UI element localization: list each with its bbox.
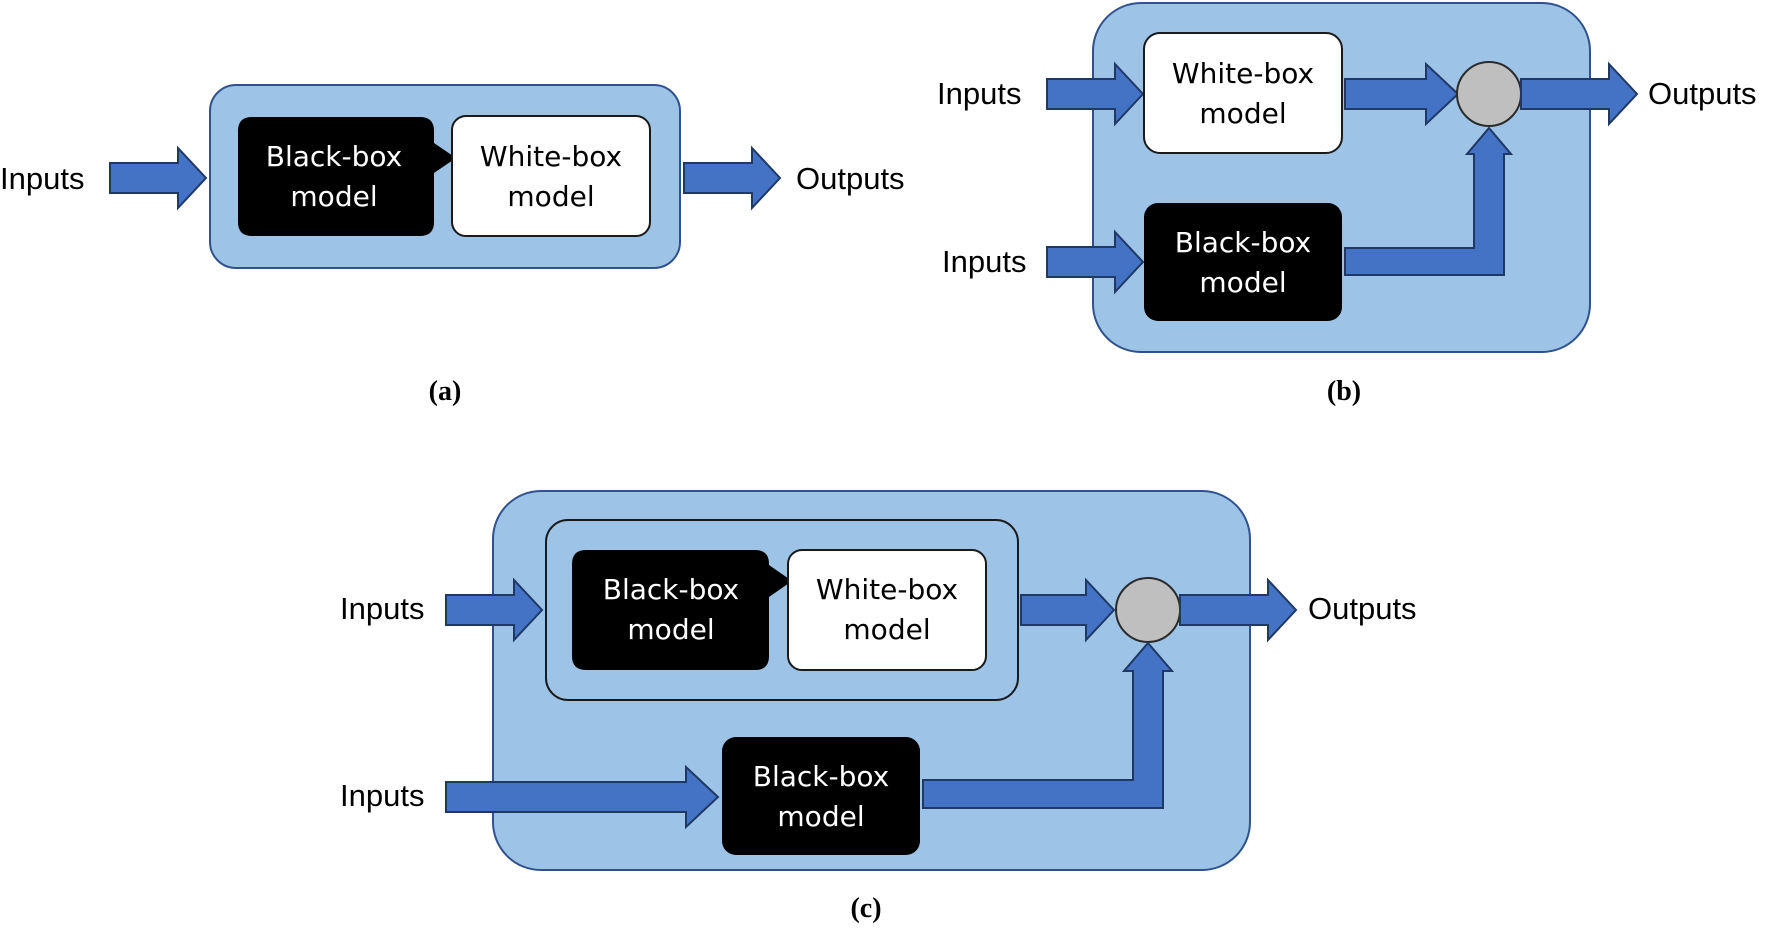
panel-c-white-box-inner-line2: model: [843, 613, 930, 646]
panel-b-caption: (b): [1327, 376, 1361, 407]
panel-c-black-box-bottom: [722, 737, 920, 855]
panel-c-input-bottom-arrow: [445, 764, 720, 830]
panel-c: Inputs Black-box model White-box model O…: [340, 490, 1417, 924]
panel-c-output-label: Outputs: [1308, 591, 1417, 626]
panel-b-input-top-arrow: [1046, 61, 1145, 127]
panel-c-input-bottom-label: Inputs: [340, 778, 424, 813]
panel-a-white-box-line2: model: [507, 180, 594, 213]
panel-c-white-box-inner: [787, 549, 987, 671]
panel-c-input-top-label: Inputs: [340, 591, 424, 626]
panel-c-black-box-bottom-line1: Black-box: [753, 760, 889, 793]
panel-b-white-box-line2: model: [1199, 97, 1286, 130]
panel-b-output-arrow: [1520, 61, 1639, 127]
panel-b-black-box-line2: model: [1199, 266, 1286, 299]
panel-a-black-box: [238, 117, 456, 236]
panel-b-white-box: [1143, 32, 1343, 154]
panel-a-output-label: Outputs: [796, 161, 905, 196]
panel-b: Inputs White-box model Outputs Inputs Bl…: [937, 2, 1757, 407]
panel-b-output-label: Outputs: [1648, 76, 1757, 111]
panel-b-black-box: [1144, 203, 1342, 321]
panel-b-combiner-node: [1456, 61, 1522, 127]
panel-c-white-box-inner-line1: White-box: [816, 573, 958, 606]
panel-b-input-top-label: Inputs: [937, 76, 1021, 111]
panel-c-black-box-inner-line1: Black-box: [603, 573, 739, 606]
panel-c-black-box-bottom-line2: model: [777, 800, 864, 833]
panel-a-black-box-line2: model: [290, 180, 377, 213]
panel-c-output-arrow: [1179, 577, 1298, 643]
panel-b-input-bottom-label: Inputs: [942, 244, 1026, 279]
panel-c-black-box-inner-line2: model: [627, 613, 714, 646]
panel-b-black-to-combiner-arrow: [1344, 126, 1514, 276]
panel-b-black-box-line1: Black-box: [1175, 226, 1311, 259]
panel-a-input-label: Inputs: [0, 161, 84, 196]
panel-a-white-box: [451, 115, 651, 237]
panel-a-black-box-line1: Black-box: [266, 140, 402, 173]
panel-a-input-arrow: [109, 145, 208, 211]
panel-a-output-arrow: [683, 145, 782, 211]
panel-c-combiner-node: [1115, 577, 1181, 643]
panel-a: Inputs Black-box model White-box model O…: [0, 84, 905, 407]
panel-b-white-to-combiner-arrow: [1344, 61, 1460, 127]
panel-c-input-top-arrow: [445, 577, 544, 643]
panel-c-caption: (c): [850, 893, 881, 924]
panel-c-black-box-inner: [572, 550, 792, 670]
panel-a-caption: (a): [429, 376, 462, 407]
panel-c-black-to-combiner-arrow: [922, 641, 1175, 809]
panel-a-white-box-line1: White-box: [480, 140, 622, 173]
panel-b-input-bottom-arrow: [1046, 229, 1145, 295]
panel-c-group-to-combiner-arrow: [1020, 577, 1116, 643]
panel-b-white-box-line1: White-box: [1172, 57, 1314, 90]
